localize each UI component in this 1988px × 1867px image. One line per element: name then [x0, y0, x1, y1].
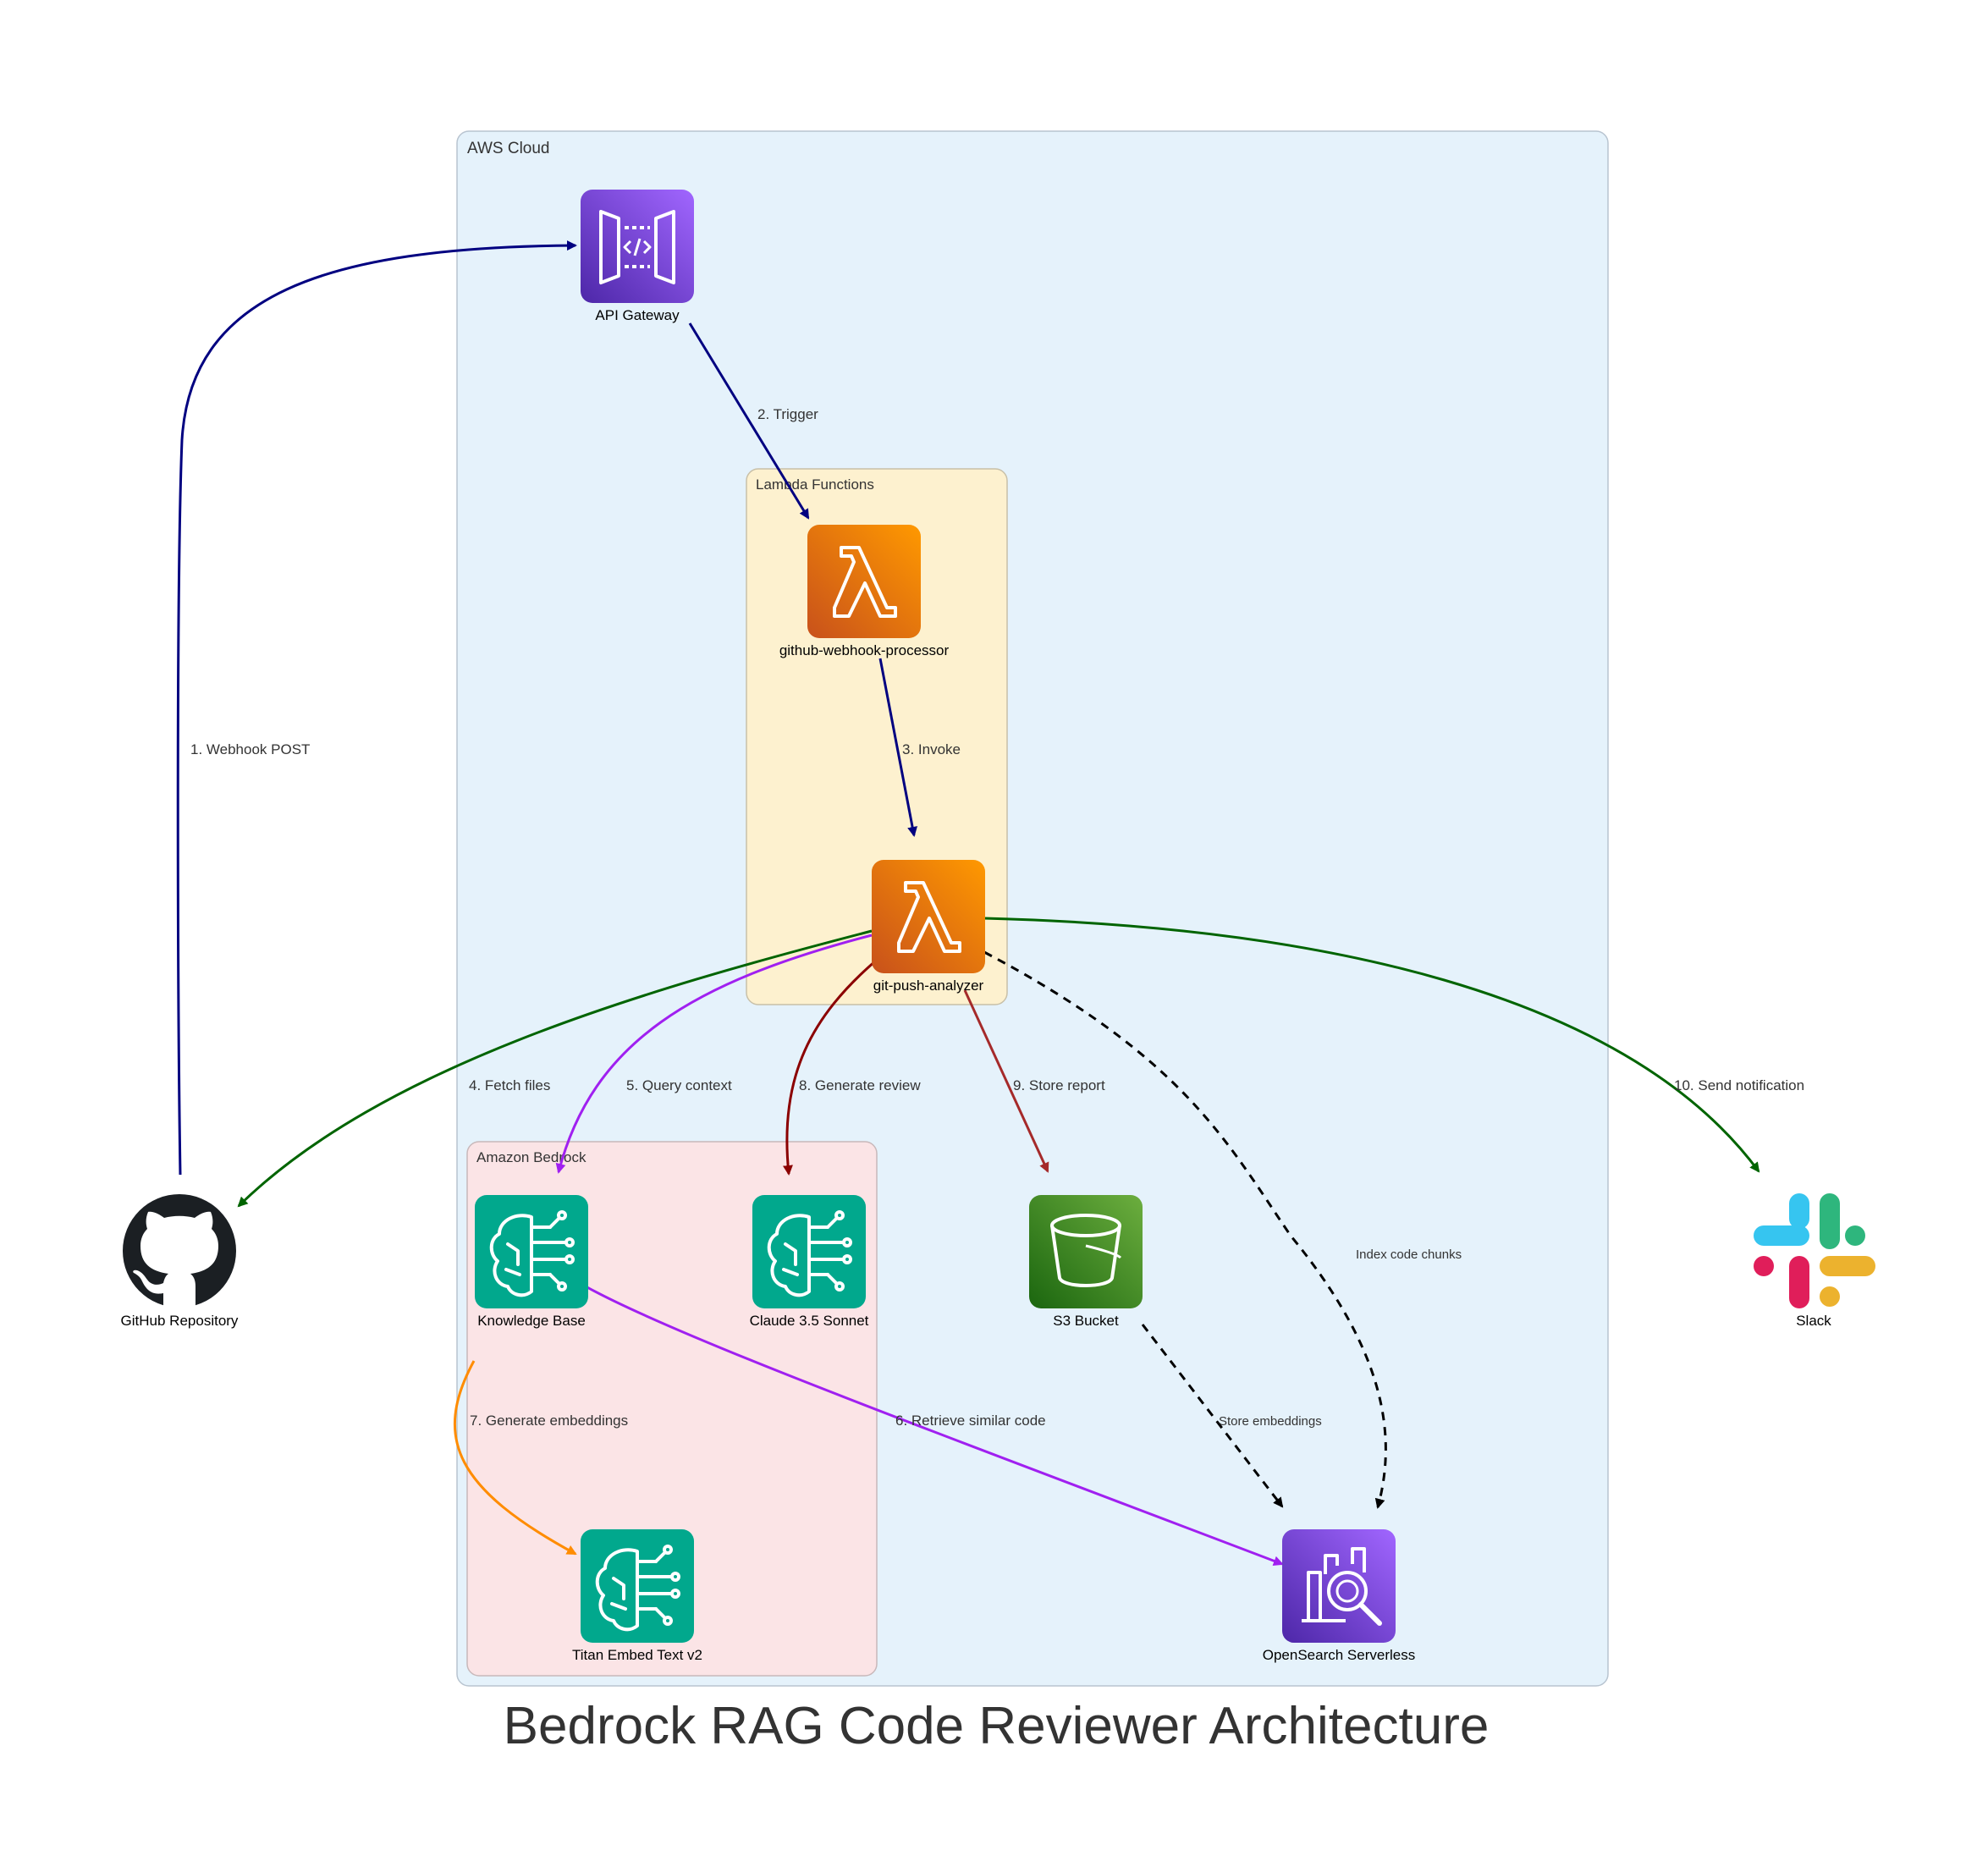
edge-index-chunks [983, 950, 1387, 1509]
edge-label-store-report: 9. Store report [1013, 1077, 1105, 1093]
edge-fetch-files [237, 929, 873, 1208]
edge-label-invoke: 3. Invoke [902, 741, 961, 757]
edge-label-webhook-post: 1. Webhook POST [190, 741, 310, 757]
node-s3-bucket[interactable]: S3 Bucket [1029, 1195, 1143, 1329]
edge-trigger [688, 322, 810, 520]
diagram-title: Bedrock RAG Code Reviewer Architecture [504, 1697, 1490, 1755]
bedrock-icon [581, 1529, 694, 1643]
node-titan[interactable]: Titan Embed Text v2 [572, 1529, 702, 1663]
edge-query-context [555, 934, 873, 1174]
edge-label-send-notification: 10. Send notification [1674, 1077, 1804, 1093]
edge-webhook-post [176, 240, 577, 1176]
lambda-icon [807, 525, 921, 638]
edge-invoke [878, 658, 918, 837]
opensearch-icon [1282, 1529, 1396, 1643]
github-icon [123, 1194, 236, 1308]
api-gateway-icon [581, 190, 694, 303]
edge-label-store-embeddings: Store embeddings [1219, 1414, 1322, 1429]
slack-icon [1754, 1193, 1875, 1308]
lambda-icon [872, 860, 985, 973]
edge-store-report [963, 989, 1049, 1173]
node-webhook-processor[interactable]: github-webhook-processor [779, 525, 950, 658]
node-github[interactable]: GitHub Repository [121, 1194, 239, 1329]
node-opensearch[interactable]: OpenSearch Serverless [1263, 1529, 1415, 1663]
bedrock-icon [752, 1195, 866, 1308]
edge-label-index-chunks: Index code chunks [1356, 1247, 1462, 1262]
node-label-titan: Titan Embed Text v2 [572, 1647, 702, 1663]
edge-label-query-context: 5. Query context [626, 1077, 732, 1093]
edge-generate-embeddings [454, 1360, 577, 1556]
node-label-api-gateway: API Gateway [595, 307, 680, 323]
node-label-opensearch: OpenSearch Serverless [1263, 1647, 1415, 1663]
edge-label-fetch-files: 4. Fetch files [469, 1077, 550, 1093]
edge-generate-review [783, 959, 877, 1176]
edge-retrieve-similar [585, 1285, 1284, 1567]
node-label-s3-bucket: S3 Bucket [1053, 1313, 1119, 1329]
edge-store-embeddings [1141, 1324, 1284, 1508]
node-label-claude: Claude 3.5 Sonnet [750, 1313, 869, 1329]
edge-labels: 1. Webhook POST 2. Trigger 3. Invoke 4. … [190, 406, 1804, 1429]
node-push-analyzer[interactable]: git-push-analyzer [872, 860, 985, 994]
edge-label-trigger: 2. Trigger [757, 406, 818, 422]
cluster-label-aws-cloud: AWS Cloud [467, 140, 550, 157]
node-api-gateway[interactable]: API Gateway [581, 190, 694, 323]
edges [176, 240, 1760, 1567]
node-knowledge-base[interactable]: Knowledge Base [475, 1195, 588, 1329]
bedrock-icon [475, 1195, 588, 1308]
edge-label-retrieve-similar: 6. Retrieve similar code [895, 1413, 1046, 1429]
cluster-label-amazon-bedrock: Amazon Bedrock [476, 1149, 586, 1165]
edge-send-notification [983, 917, 1760, 1173]
node-label-github: GitHub Repository [121, 1313, 239, 1329]
node-label-slack: Slack [1796, 1313, 1831, 1329]
edge-label-generate-embeddings: 7. Generate embeddings [470, 1413, 628, 1429]
node-label-push-analyzer: git-push-analyzer [873, 978, 984, 994]
cluster-label-lambda-functions: Lambda Functions [756, 476, 874, 493]
node-label-webhook-processor: github-webhook-processor [779, 642, 950, 658]
node-label-knowledge-base: Knowledge Base [477, 1313, 586, 1329]
node-slack[interactable]: Slack [1754, 1193, 1875, 1329]
s3-bucket-icon [1029, 1195, 1143, 1308]
node-claude[interactable]: Claude 3.5 Sonnet [750, 1195, 869, 1329]
edge-label-generate-review: 8. Generate review [799, 1077, 921, 1093]
